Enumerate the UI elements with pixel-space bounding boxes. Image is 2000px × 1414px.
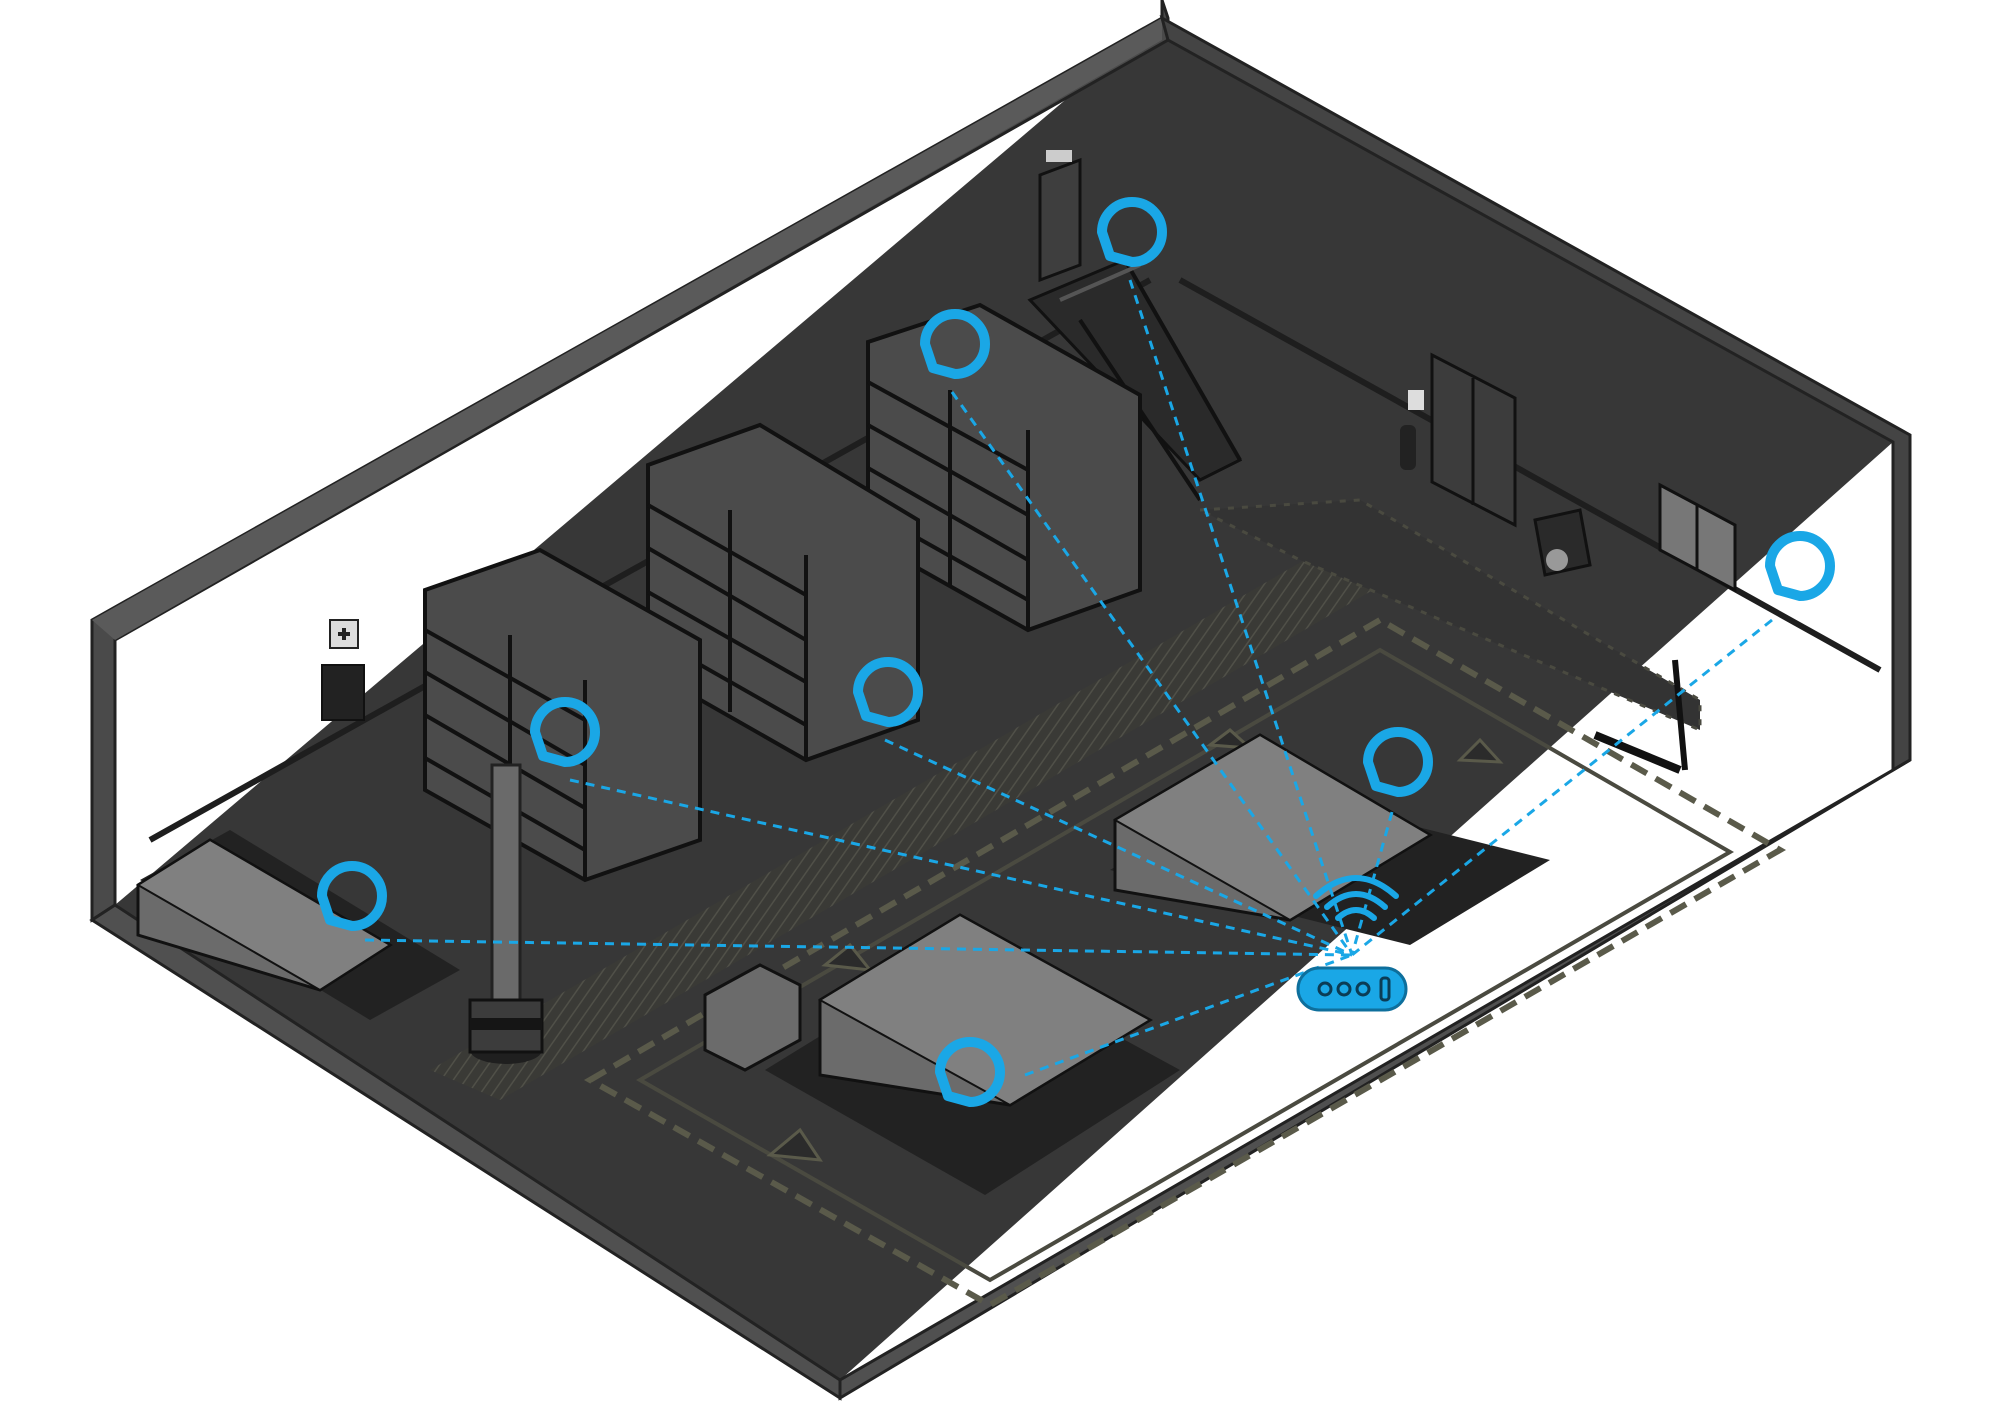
pallet-stack <box>136 830 460 1020</box>
staircase <box>1027 258 1243 502</box>
wall-fixtures <box>321 150 1737 721</box>
signal-link <box>1024 953 1353 1077</box>
location-beacon-icon <box>530 697 600 767</box>
warning-marker <box>766 1127 824 1162</box>
shelving <box>423 302 1142 883</box>
beacon-markers <box>317 197 1835 1107</box>
support-column <box>468 763 544 1064</box>
pallet-stack <box>765 913 1180 1195</box>
pallet-jack <box>1593 659 1688 774</box>
footpath <box>1194 498 1702 733</box>
walkway-border <box>583 616 1787 1309</box>
warning-marker <box>1456 737 1504 764</box>
location-beacon-icon <box>1363 727 1433 797</box>
floor-markings <box>430 498 1787 1309</box>
pallet-stacks <box>136 659 1688 1195</box>
fire-extinguisher <box>1400 390 1424 470</box>
double-door <box>1430 352 1517 528</box>
wall-unit <box>1533 508 1592 577</box>
walkway-border-inner <box>635 647 1734 1283</box>
location-beacon-icon <box>853 657 923 727</box>
signal-links <box>364 279 1773 1077</box>
signal-link <box>1350 811 1394 956</box>
warning-marker <box>821 942 874 972</box>
left-wall-face <box>92 18 1162 640</box>
signal-link <box>364 938 1353 957</box>
location-beacon-icon <box>920 309 990 379</box>
signal-link <box>950 391 1354 956</box>
pallet-stack <box>1110 733 1550 945</box>
main-aisle <box>430 545 1390 1100</box>
warning-marker <box>1205 728 1255 750</box>
wifi-router-icon <box>1296 875 1408 1012</box>
location-beacon-icon <box>935 1037 1005 1107</box>
signal-link <box>1128 279 1354 956</box>
glass-doors <box>1658 482 1737 593</box>
location-beacon-icon <box>317 861 387 931</box>
signal-link <box>569 778 1353 957</box>
hand-truck <box>703 963 802 1072</box>
signal-link <box>884 738 1353 957</box>
first-aid-cabinet <box>321 619 365 721</box>
upper-door <box>1038 150 1082 283</box>
right-wall-rail <box>1178 277 1882 673</box>
location-beacon-icon <box>1097 197 1167 267</box>
location-beacon-icon <box>1765 531 1835 601</box>
front-right-wall <box>838 758 1911 1401</box>
